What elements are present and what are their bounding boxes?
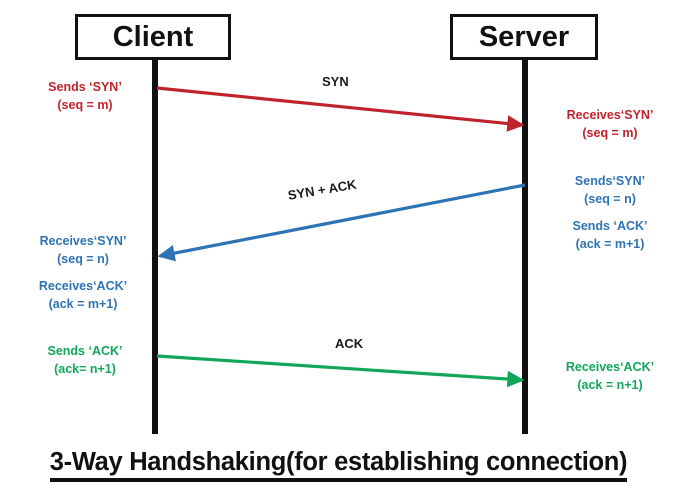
annotation-line: Sends‘SYN’ [574,174,646,188]
participant-label-server: Server [478,20,570,53]
annotation-line: (seq = n) [57,252,109,267]
participant-label-client: Client [112,20,194,53]
diagram-title: 3-Way Handshaking(for establishing conne… [0,448,677,482]
arrow-label-ack: ACK [335,336,364,351]
annotation-line: (seq = m) [57,98,113,113]
annotation-line: Sends ‘ACK’ [572,219,648,234]
annotation-line: (ack= n+1) [54,362,116,377]
annotation-group: Receives‘ACK’ (ack = m+1) [16,277,150,313]
annotation-client-sends-ack: Sends ‘ACK’ (ack= n+1) [24,342,146,378]
arrow-syn-ack [157,183,526,262]
arrow-label-syn: SYN [322,74,349,89]
arrow-ack [156,354,525,388]
annotation-line: Sends ‘SYN’ [48,80,122,94]
annotation-server-receives-ack: Receives‘ACK’ (ack = n+1) [546,358,674,394]
annotation-group: Receives‘SYN’ (seq = n) [16,232,150,268]
annotation-client-sends-syn: Sends ‘SYN’ (seq = m) [24,78,146,114]
annotation-group: Sends‘SYN’ (seq = n) [548,172,672,208]
annotation-group: Sends ‘ACK’ (ack = m+1) [548,217,672,253]
annotation-server-receives-syn: Receives‘SYN’ (seq = m) [548,106,672,142]
lifeline-client [152,60,158,434]
annotation-line: (seq = m) [582,126,638,141]
annotation-line: (ack = m+1) [48,297,118,312]
annotation-line: (seq = n) [584,192,636,207]
annotation-line: Sends ‘ACK’ [47,344,123,358]
arrow-label-syn-ack: SYN + ACK [286,176,358,203]
annotation-line: (ack = n+1) [577,378,643,393]
lifeline-server [522,60,528,434]
annotation-server-sends-syn-ack: Sends‘SYN’ (seq = n) Sends ‘ACK’ (ack = … [548,172,672,254]
arrow-syn [156,86,525,132]
annotation-line: Receives‘ACK’ [38,279,128,294]
annotation-line: Receives‘ACK’ [565,360,655,374]
participant-box-client: Client [75,14,231,60]
annotation-line: (ack = m+1) [575,237,645,252]
participant-box-server: Server [450,14,598,60]
annotation-client-receives-syn-ack: Receives‘SYN’ (seq = n) Receives‘ACK’ (a… [16,232,150,314]
annotation-line: Receives‘SYN’ [39,234,127,248]
annotation-line: Receives‘SYN’ [566,108,654,122]
diagram-title-text: 3-Way Handshaking(for establishing conne… [49,448,628,482]
